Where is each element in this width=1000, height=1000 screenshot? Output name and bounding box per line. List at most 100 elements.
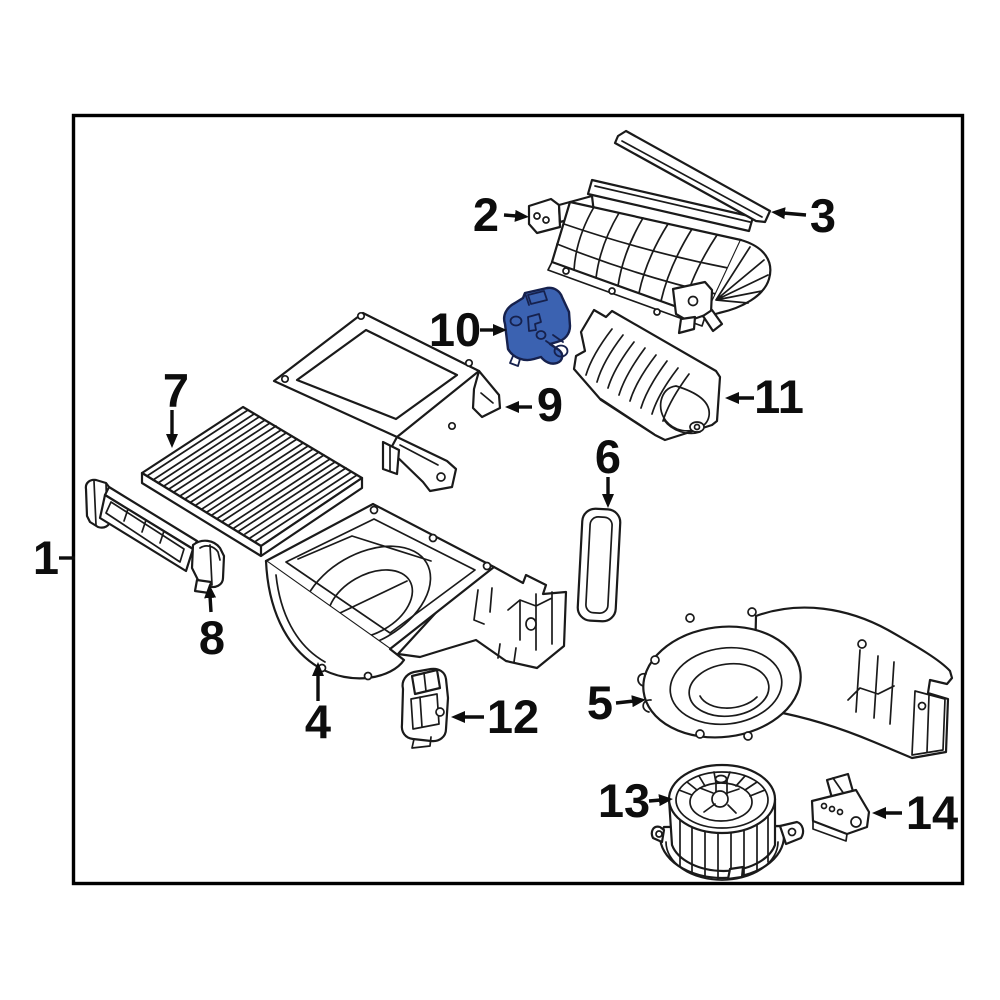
part10-hole-2 [535,330,547,340]
part2-bracket-hole-2 [542,216,550,224]
callout-14: 14 [872,786,958,839]
callout-10: 10 [429,303,507,356]
part2-lower-bracket-hole [687,295,699,307]
callout-13: 13 [598,774,673,827]
part4-duct [396,565,568,670]
part-filter-cover-illustration [84,478,226,595]
part13-fan-ribs [679,815,769,880]
part4-screw-1 [369,505,379,515]
callout-5: 5 [587,676,646,729]
part14-base-side [812,820,848,842]
part-finned-cover-illustration [572,308,722,442]
part3-strip [613,129,772,224]
part2-bottom-flange [547,261,706,327]
part4-screw-2 [428,533,438,543]
part-seal-strip-illustration [613,129,772,224]
part9-arm-hole [436,472,446,482]
part10-hole-1 [509,315,523,327]
part5-boss-4 [695,729,705,739]
part5-boss-1 [650,655,660,665]
part14-hole-4 [850,816,862,828]
part13-left-tab-hole [655,830,663,838]
callout-8-arrow [204,584,217,613]
part2-bracket [527,197,562,235]
part13-bottom-tab [726,865,745,881]
callout-13-arrow [648,794,673,807]
callout-6: 6 [595,430,621,508]
part5-duct-details [847,649,946,756]
part2-end-cap-fins [715,246,769,304]
part13-spokes [699,787,740,814]
part11-fins [585,328,690,422]
part2-screw-3 [653,308,661,316]
callout-2-number: 2 [473,188,499,241]
part-actuator-highlighted-illustration [502,286,572,367]
callout-9: 9 [505,378,563,431]
part14-hole-1 [820,802,828,810]
part4-screw-5 [363,671,373,681]
callout-4: 4 [305,662,331,748]
part13-hub [711,790,729,808]
part8-right-block-lines [199,544,221,586]
part5-boss-6 [857,639,867,649]
part5-boss-3 [747,607,757,617]
callout-14-number: 14 [906,786,958,839]
callout-4-number: 4 [305,695,331,748]
part-lower-case-illustration [264,502,568,681]
part2-lid-line [594,185,751,223]
part10-details [509,290,564,367]
part4-screw-3 [482,561,492,571]
part5-boss-7 [917,701,927,711]
callout-13-number: 13 [598,774,650,827]
part9-ear-hole-3 [280,374,290,384]
part-blower-housing-illustration [637,606,954,760]
callout-1-number: 1 [33,531,59,584]
callout-3: 3 [771,189,836,242]
part12-details [410,672,440,749]
part5-rim-inner [688,662,770,718]
callout-1: 1 [33,531,75,584]
part13-flange-line [665,841,779,881]
callout-7: 7 [163,364,189,448]
part9-right-tab-line [480,392,494,404]
part7-side-face [140,471,364,558]
part13-blade-ticks [678,771,766,797]
diagram-frame [71,113,965,886]
part2-core-grid [556,206,729,310]
part9-right-tab [471,369,502,419]
part2-screw-2 [608,287,616,295]
part11-body [572,308,722,442]
callout-8-number: 8 [199,611,225,664]
part-blower-motor-illustration [650,763,805,881]
part5-duct [752,606,954,760]
part2-screw-1 [562,267,570,275]
callout-6-number: 6 [595,430,621,483]
part9-arm-line [399,444,439,466]
part4-skirt-line [275,574,326,663]
part8-slots [105,501,185,563]
part12-hole [435,707,445,717]
part10-body [502,286,572,365]
callout-12-number: 12 [487,690,539,743]
part5-rim-mid [669,646,783,726]
part13-top-rim-2 [675,771,769,829]
part-upper-case-frame-illustration [272,311,502,493]
part9-foot [381,440,401,476]
part9-ear-hole-4 [447,421,457,431]
part7-pleats [146,409,358,542]
callout-12: 12 [451,690,539,743]
callout-9-number: 9 [537,378,563,431]
callout-3-number: 3 [810,189,836,242]
callout-8: 8 [199,584,225,664]
part-actuator-motor-illustration [400,667,450,749]
callout-5-number: 5 [587,676,613,729]
part2-bracket-hole-1 [533,212,541,220]
part2-lid-band [586,178,755,233]
part9-ear-hole-2 [464,358,474,368]
part9-ear-hole-1 [356,311,366,321]
callout-2-arrow [503,209,529,222]
part14-hole-2 [828,805,836,813]
callout-7-number: 7 [163,364,189,417]
part4-duct-hole [525,617,537,631]
